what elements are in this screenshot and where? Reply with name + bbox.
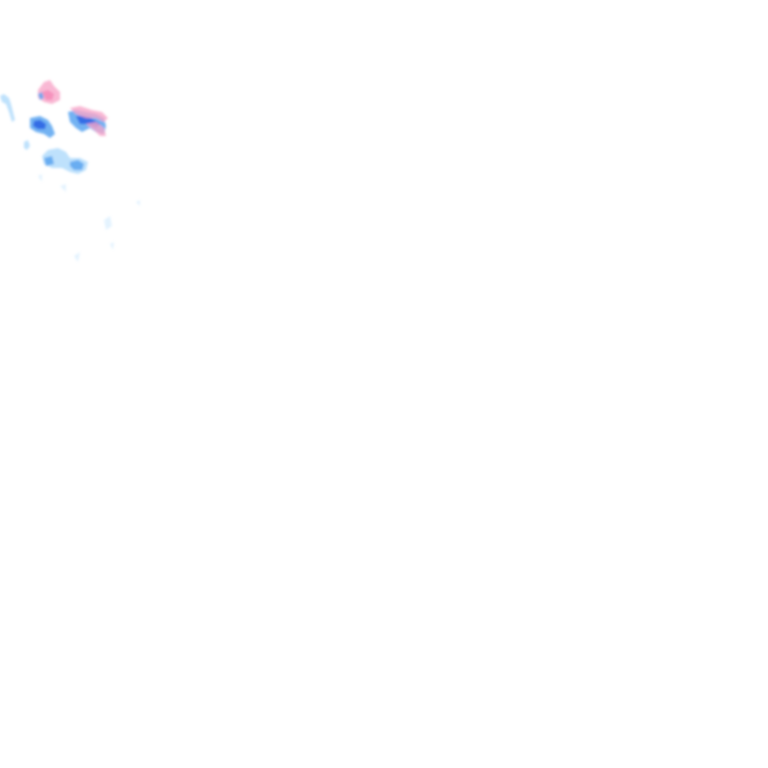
precipitation-echoes	[0, 80, 140, 262]
echo-cell-core-inner	[33, 120, 46, 129]
echo-trace-3	[110, 242, 114, 250]
echo-cell-south-left	[44, 156, 54, 166]
echo-trace-1	[104, 216, 112, 230]
echo-trace-4	[38, 174, 42, 182]
mixed-cell-north-core	[42, 90, 54, 100]
mixed-band-east	[70, 106, 108, 122]
echo-cell-west	[0, 94, 15, 122]
echo-speck-north	[38, 92, 44, 100]
echo-trace-5	[60, 184, 66, 192]
mixed-band-east-south	[86, 122, 106, 136]
echo-cell-west-small	[24, 140, 30, 150]
echo-trace-6	[136, 200, 140, 206]
echo-cell-south-core	[70, 160, 84, 170]
echo-trace-2	[74, 252, 80, 262]
